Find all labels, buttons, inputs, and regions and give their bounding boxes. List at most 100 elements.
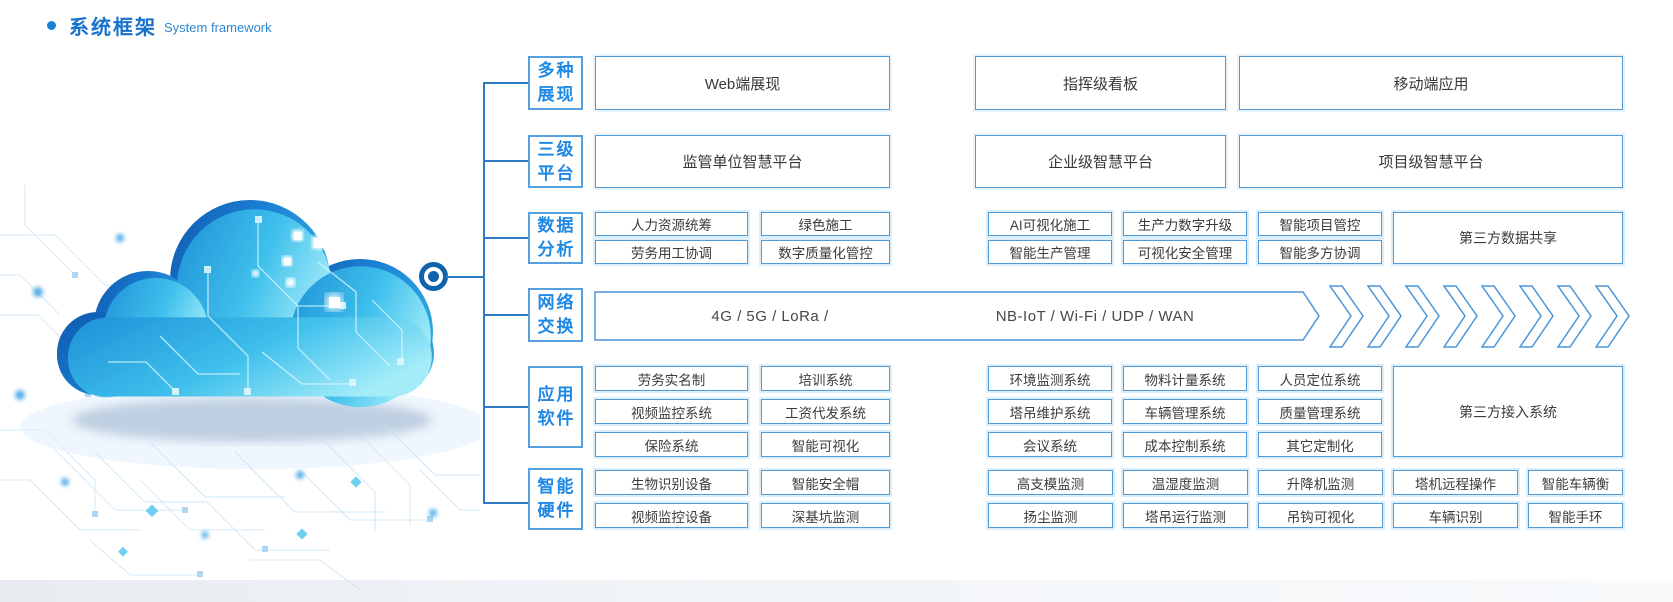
branch-line — [483, 502, 528, 504]
category-network: 网络交换 — [528, 288, 583, 342]
category-label-line: 网络 — [537, 293, 576, 312]
item-box: 会议系统 — [988, 432, 1112, 457]
node-dot — [428, 271, 439, 282]
item-box: 升降机监测 — [1258, 470, 1383, 495]
network-arrow-band — [594, 285, 1630, 348]
item-box: 智能项目管控 — [1258, 212, 1382, 236]
cloud-illustration — [0, 185, 480, 591]
bottom-gradient-strip — [0, 580, 1673, 602]
item-box: 塔吊运行监测 — [1123, 503, 1248, 528]
item-box: 吊钩可视化 — [1258, 503, 1383, 528]
item-box: 物料计量系统 — [1123, 366, 1247, 391]
chevron-arrow — [1442, 285, 1478, 348]
item-box: 智能手环 — [1528, 503, 1623, 528]
network-label-right: NB-IoT / Wi-Fi / UDP / WAN — [995, 307, 1195, 325]
category-label-line: 三级 — [537, 139, 576, 159]
item-box: 其它定制化 — [1258, 432, 1382, 457]
category-label-line: 数据 — [537, 216, 576, 235]
item-box: 劳务实名制 — [595, 366, 748, 391]
branch-line — [483, 237, 528, 239]
cloud-shadow-core — [72, 398, 432, 442]
chevron-arrow — [1404, 285, 1440, 348]
category-label-line: 交换 — [537, 317, 576, 336]
item-box: 环境监测系统 — [988, 366, 1112, 391]
chevron-arrow — [1328, 285, 1364, 348]
platform-box: 移动端应用 — [1239, 56, 1623, 110]
tall-box: 第三方接入系统 — [1393, 366, 1623, 457]
section-title-en: System framework — [164, 20, 272, 35]
platform-box: 项目级智慧平台 — [1239, 135, 1623, 188]
tall-box: 第三方数据共享 — [1393, 212, 1623, 264]
item-box: 工资代发系统 — [761, 399, 890, 424]
item-box: 数字质量化管控 — [761, 240, 890, 264]
category-label-line: 平台 — [537, 163, 576, 183]
item-box: 智能多方协调 — [1258, 240, 1382, 264]
tree-spine — [483, 83, 485, 503]
chevron-arrow — [1594, 285, 1630, 348]
item-box: 车辆管理系统 — [1123, 399, 1247, 424]
network-label-left: 4G / 5G / LoRa / — [711, 307, 829, 325]
chevron-arrow — [1556, 285, 1592, 348]
category-label-line: 应用 — [537, 385, 576, 404]
item-box: 塔机远程操作 — [1393, 470, 1518, 495]
circuit-traces-foreground — [94, 424, 480, 532]
category-label-line: 分析 — [537, 240, 576, 259]
item-box: 智能安全帽 — [761, 470, 890, 495]
glow-dots — [15, 234, 437, 539]
section-header: 系统框架 System framework — [47, 11, 272, 40]
item-box: 智能生产管理 — [988, 240, 1112, 264]
platform-box: Web端展现 — [595, 56, 890, 110]
item-box: 视频监控设备 — [595, 503, 748, 528]
node-connector-line — [446, 276, 483, 278]
chevron-arrow — [1366, 285, 1402, 348]
item-box: 深基坑监测 — [761, 503, 890, 528]
item-box: AI可视化施工 — [988, 212, 1112, 236]
category-label-line: 硬件 — [537, 501, 576, 520]
item-box: 温湿度监测 — [1123, 470, 1248, 495]
item-box: 扬尘监测 — [988, 503, 1113, 528]
floating-cyan-squares — [118, 476, 362, 557]
item-box: 智能车辆衡 — [1528, 470, 1623, 495]
section-title-zh: 系统框架 — [69, 17, 157, 39]
item-box: 可视化安全管理 — [1123, 240, 1247, 264]
category-app-software: 应用软件 — [528, 366, 583, 448]
category-label-line: 多种 — [537, 61, 576, 80]
branch-line — [483, 406, 528, 408]
platform-box: 监管单位智慧平台 — [595, 135, 890, 188]
platform-box: 指挥级看板 — [975, 56, 1226, 110]
category-smart-hardware: 智能硬件 — [528, 468, 583, 530]
chevron-arrow — [1480, 285, 1516, 348]
branch-line — [483, 160, 528, 162]
item-box: 保险系统 — [595, 432, 748, 457]
chevron-arrow — [1518, 285, 1554, 348]
category-platforms: 三级平台 — [528, 135, 583, 188]
item-box: 智能可视化 — [761, 432, 890, 457]
branch-line — [483, 82, 528, 84]
item-box: 绿色施工 — [761, 212, 890, 236]
platform-box: 企业级智慧平台 — [975, 135, 1226, 188]
item-box: 人员定位系统 — [1258, 366, 1382, 391]
cloud-connector-node — [419, 262, 448, 291]
item-box: 人力资源统筹 — [595, 212, 748, 236]
circuit-traces-on-cloud — [108, 222, 403, 393]
category-data-analysis: 数据分析 — [528, 212, 583, 264]
glowing-chips — [252, 230, 395, 310]
category-label-line: 展现 — [537, 85, 576, 104]
item-box: 质量管理系统 — [1258, 399, 1382, 424]
category-display: 多种展现 — [528, 56, 583, 110]
item-box: 生物识别设备 — [595, 470, 748, 495]
item-box: 成本控制系统 — [1123, 432, 1247, 457]
item-box: 培训系统 — [761, 366, 890, 391]
item-box: 生产力数字升级 — [1123, 212, 1247, 236]
bullet-icon — [47, 21, 56, 30]
category-label-line: 软件 — [537, 409, 576, 428]
branch-line — [483, 314, 528, 316]
item-box: 视频监控系统 — [595, 399, 748, 424]
item-box: 高支模监测 — [988, 470, 1113, 495]
network-box — [594, 291, 1320, 341]
item-box: 劳务用工协调 — [595, 240, 748, 264]
cloud-trace-pads — [172, 216, 404, 395]
item-box: 塔吊维护系统 — [988, 399, 1112, 424]
category-label-line: 智能 — [537, 477, 576, 496]
